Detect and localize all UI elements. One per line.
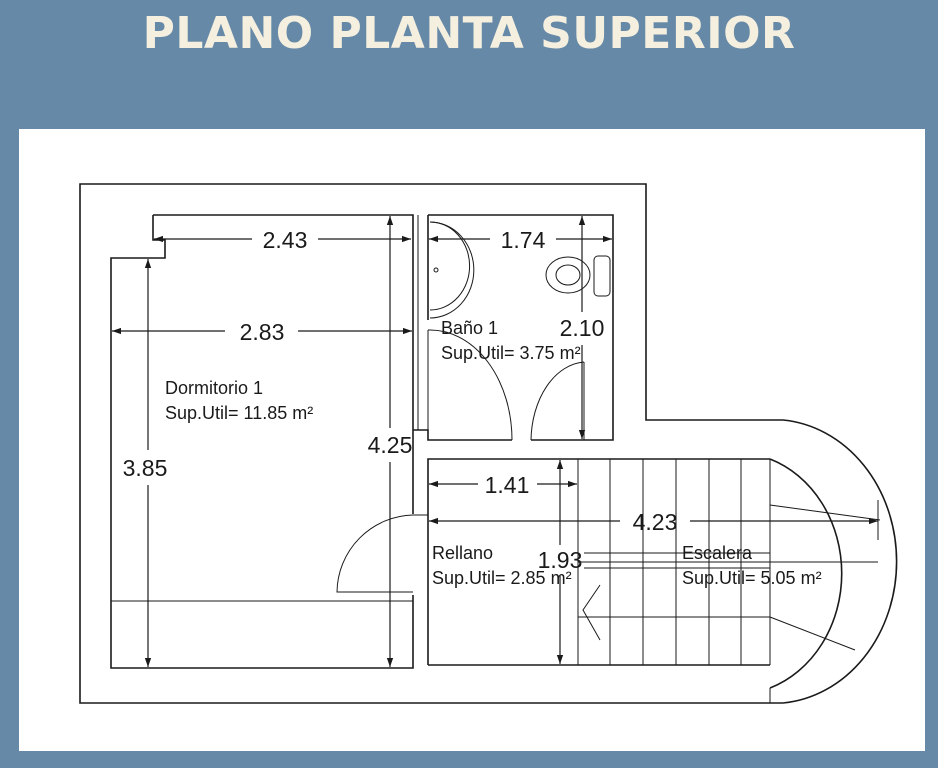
dimension-label-bedroom-depth: 3.85 xyxy=(123,455,168,481)
room-area-landing: Sup.Util= 2.85 m² xyxy=(432,568,572,588)
dimension-label-bedroom-width: 2.83 xyxy=(240,319,285,345)
room-name-staircase: Escalera xyxy=(682,543,753,563)
dimension-label-stair-length: 4.23 xyxy=(633,509,678,535)
dimension-label-bathroom-depth: 2.10 xyxy=(560,315,605,341)
room-area-bedroom: Sup.Util= 11.85 m² xyxy=(165,403,313,423)
dimension-label-bathroom-width: 1.74 xyxy=(501,227,546,253)
landing-walls xyxy=(336,458,770,666)
dimension-label-bedroom-top-width: 2.43 xyxy=(263,227,308,253)
dimension-label-landing-width: 1.41 xyxy=(485,472,530,498)
bathroom-walls xyxy=(413,214,614,441)
room-name-landing: Rellano xyxy=(432,543,493,563)
dimension-label-landing-depth: 1.93 xyxy=(538,547,583,573)
page-title: PLANO PLANTA SUPERIOR xyxy=(142,8,796,59)
room-name-bedroom: Dormitorio 1 xyxy=(165,378,263,398)
stair-treads xyxy=(577,459,881,665)
dimension-lines xyxy=(112,216,879,667)
room-name-bathroom: Baño 1 xyxy=(441,318,498,338)
room-area-bathroom: Sup.Util= 3.75 m² xyxy=(441,343,581,363)
dimension-label-wall-length: 4.25 xyxy=(368,432,413,458)
room-area-staircase: Sup.Util= 5.05 m² xyxy=(682,568,822,588)
outer-walls xyxy=(79,183,898,704)
